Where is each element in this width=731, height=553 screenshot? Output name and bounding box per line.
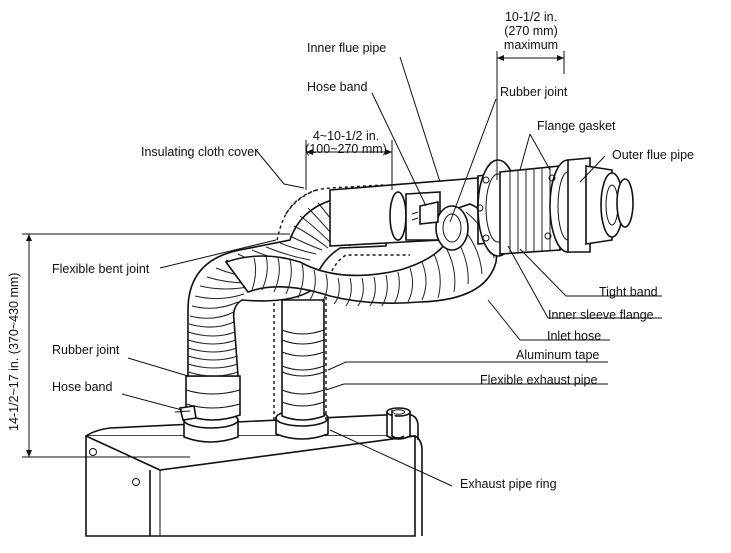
label-rubber-joint-left: Rubber joint <box>52 343 120 357</box>
label-inner-sleeve-flange: Inner sleeve flange <box>548 308 654 322</box>
label-inlet-hose: Inlet hose <box>547 329 601 343</box>
label-aluminum-tape: Aluminum tape <box>516 348 599 362</box>
dim-mid-line2: (100~270 mm) <box>305 142 387 156</box>
dimension-lines <box>22 51 565 458</box>
water-heater-body <box>85 407 423 537</box>
dim-top-line2: (270 mm) <box>504 24 557 38</box>
dim-mid-line1: 4~10-1/2 in. <box>313 129 379 143</box>
label-insulating-cloth-cover: Insulating cloth cover <box>141 145 258 159</box>
dim-top-line3: maximum <box>504 38 558 52</box>
label-inner-flue-pipe: Inner flue pipe <box>307 41 386 55</box>
label-tight-band: Tight band <box>599 285 658 299</box>
label-rubber-joint-top: Rubber joint <box>500 85 568 99</box>
label-outer-flue-pipe: Outer flue pipe <box>612 148 694 162</box>
inlet-hose-shape <box>224 201 498 307</box>
flange-assembly <box>476 157 634 257</box>
label-hose-band-left: Hose band <box>52 380 113 394</box>
insulating-cover-outline <box>273 184 410 420</box>
label-exhaust-pipe-ring: Exhaust pipe ring <box>460 477 557 491</box>
left-intake-collar <box>174 375 241 443</box>
exhaust-pipe <box>275 299 329 440</box>
label-flange-gasket: Flange gasket <box>537 119 616 133</box>
label-hose-band-top: Hose band <box>307 80 368 94</box>
label-vertical-dimension: 14-1/2~17 in. (370~430 mm) <box>7 273 21 431</box>
label-flexible-exhaust-pipe: Flexible exhaust pipe <box>480 373 597 387</box>
dim-top-line1: 10-1/2 in. <box>505 10 557 24</box>
label-flexible-bent-joint: Flexible bent joint <box>52 262 150 276</box>
leader-lines <box>121 56 662 487</box>
